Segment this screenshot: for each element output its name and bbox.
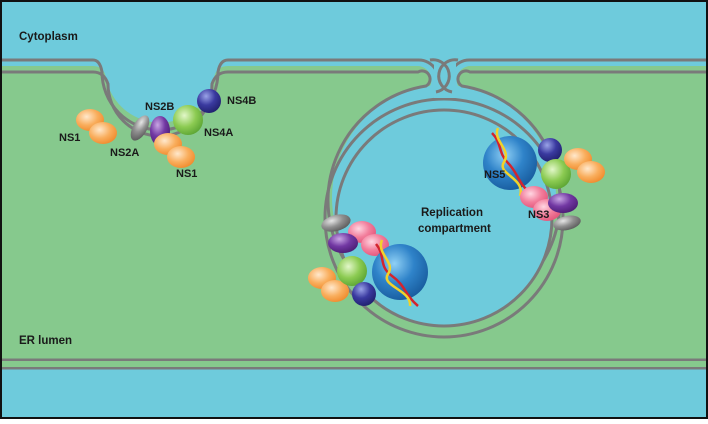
ns2a-bottom-icon xyxy=(321,214,351,232)
rna-top-yellow-icon xyxy=(495,127,522,197)
ns4a-label: NS4A xyxy=(204,127,233,139)
ns4b-top-icon xyxy=(538,138,562,162)
er-lumen-label: ER lumen xyxy=(19,335,72,347)
compartment-label-line1: Replication xyxy=(421,207,483,219)
ns4b-label: NS4B xyxy=(227,95,256,107)
ns5-label: NS5 xyxy=(484,169,505,181)
ns2a-top-icon xyxy=(553,215,581,231)
er-membrane-bottom-gap xyxy=(0,361,708,367)
neck-right-edge xyxy=(437,58,459,94)
compartment-label-line2: compartment xyxy=(418,223,491,235)
ns2b-label: NS2B xyxy=(145,101,174,113)
rna-bottom-red-icon xyxy=(374,243,419,307)
cytoplasm-label: Cytoplasm xyxy=(19,31,78,43)
neck-left-edge xyxy=(429,58,451,94)
ns5-top-icon xyxy=(483,136,537,190)
ns1-left-label: NS1 xyxy=(59,132,80,144)
ns2b-top-icon xyxy=(548,193,578,213)
ns3-label: NS3 xyxy=(528,209,549,221)
ns2a-left-icon xyxy=(130,115,150,141)
ns4b-bottom-icon xyxy=(352,282,376,306)
ns4a-bottom-icon xyxy=(337,256,367,286)
ns2a-label: NS2A xyxy=(110,147,139,159)
ns4a-left-icon xyxy=(173,105,203,135)
ns4b-left-icon xyxy=(197,89,221,113)
ns4a-top-icon xyxy=(541,159,571,189)
ns1-bottom-label: NS1 xyxy=(176,168,197,180)
ns2b-bottom-icon xyxy=(328,233,358,253)
rna-top-red-icon xyxy=(491,132,531,194)
rna-bottom-yellow-icon xyxy=(379,239,412,307)
